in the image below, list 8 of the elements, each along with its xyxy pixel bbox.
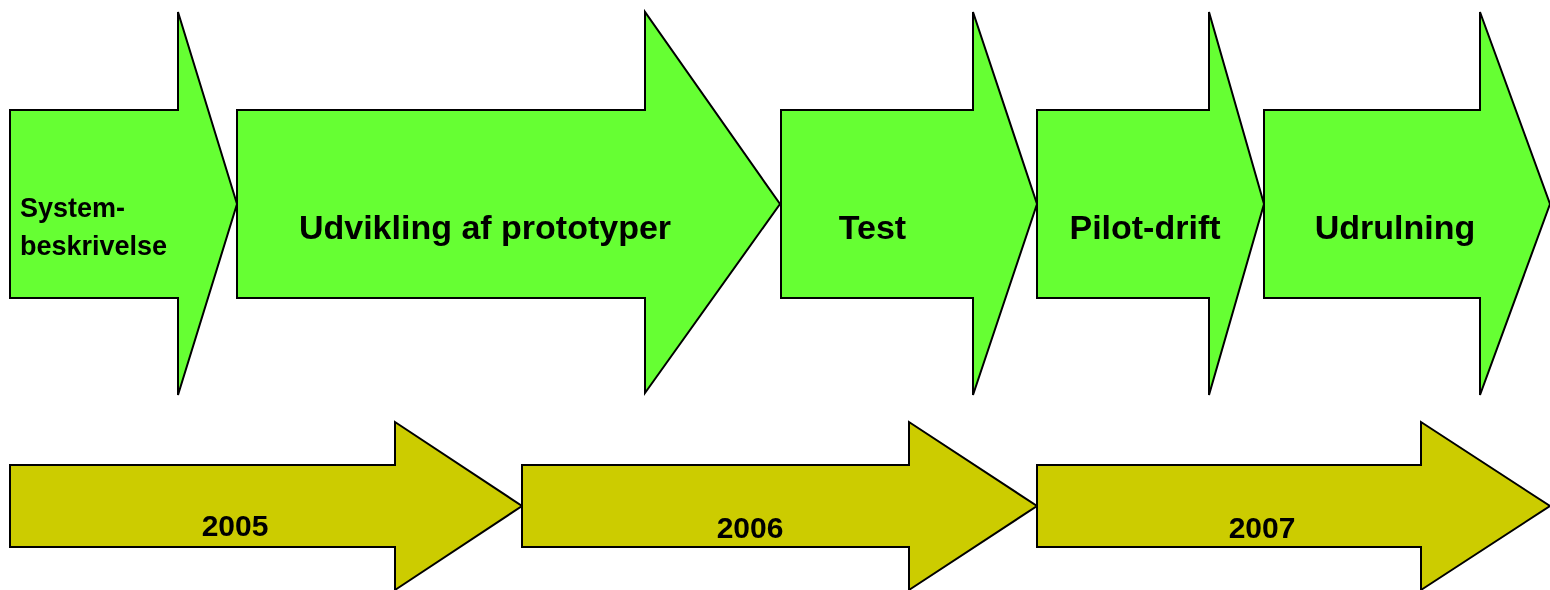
phase-label: Udvikling af prototyper bbox=[297, 207, 673, 248]
phase-label: Udrulning bbox=[1313, 207, 1477, 248]
year-label: 2005 bbox=[200, 508, 270, 544]
phase-label: Pilot-drift bbox=[1068, 207, 1222, 248]
phase-label: System- beskrivelse bbox=[20, 192, 169, 263]
year-label: 2006 bbox=[715, 510, 785, 546]
year-label: 2007 bbox=[1227, 510, 1297, 546]
phase-label: Test bbox=[837, 207, 908, 248]
